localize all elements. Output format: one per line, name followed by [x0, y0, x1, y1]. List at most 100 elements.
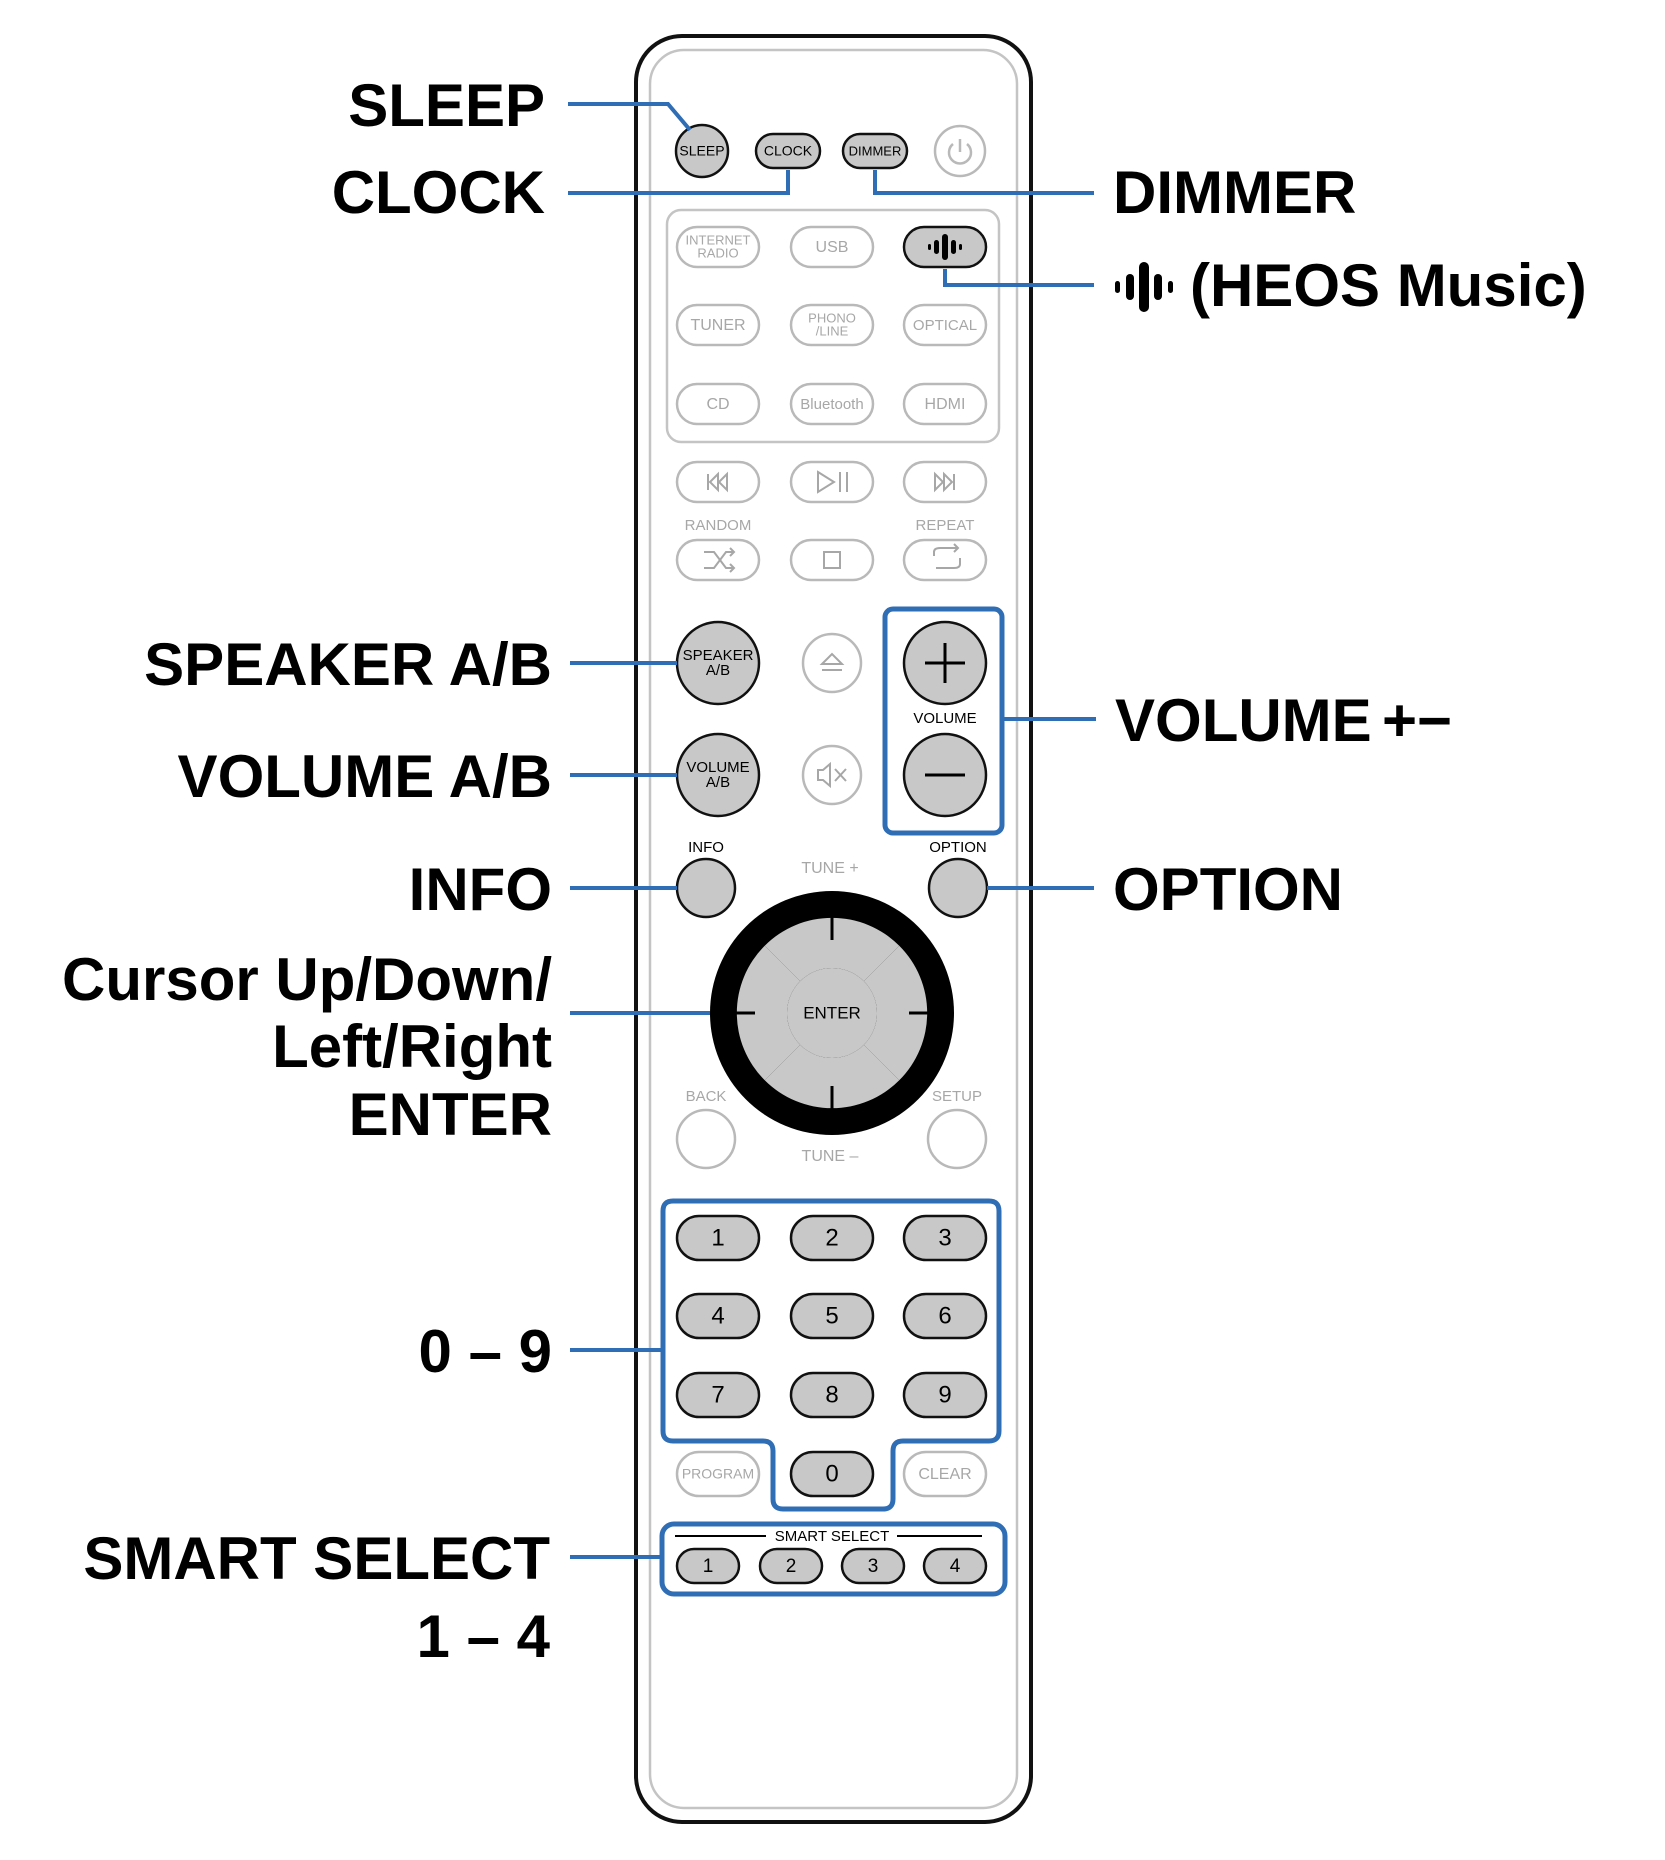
smart-select-4-label: 4	[950, 1556, 961, 1577]
leader-dimmer	[873, 170, 1094, 195]
callout-heos-icon	[1115, 262, 1173, 312]
smart-select-4-button[interactable]: 4	[922, 1547, 988, 1585]
number-0-button[interactable]: 0	[789, 1450, 875, 1498]
program-label: PROGRAM	[682, 1466, 754, 1482]
number-3-button[interactable]: 3	[902, 1214, 988, 1262]
callout-clock: CLOCK	[332, 159, 545, 226]
number-group-outline	[660, 1198, 1002, 1512]
remote-body-inner	[648, 48, 1019, 1810]
volume-down-button[interactable]	[902, 732, 988, 818]
smart-select-1-button[interactable]: 1	[675, 1547, 741, 1585]
heos-icon	[928, 234, 962, 260]
internet-radio-button[interactable]: INTERNET RADIO	[675, 225, 761, 269]
cursor-up-button[interactable]	[764, 917, 900, 982]
number-4-label: 4	[711, 1302, 724, 1329]
setup-button[interactable]	[926, 1108, 988, 1170]
phono-label-1: PHONO	[808, 310, 856, 325]
dimmer-button[interactable]: DIMMER	[841, 132, 909, 170]
cursor-down-button[interactable]	[764, 1044, 900, 1109]
number-9-button[interactable]: 9	[902, 1371, 988, 1419]
source-area	[665, 208, 1001, 444]
volume-ab-label-2: A/B	[706, 774, 730, 791]
leader-heos	[943, 269, 1094, 287]
power-button[interactable]	[933, 124, 987, 178]
plus-icon	[925, 643, 965, 683]
repeat-label: REPEAT	[916, 517, 975, 534]
enter-button[interactable]: ENTER	[787, 968, 877, 1058]
number-0-label: 0	[825, 1460, 838, 1487]
cursor-left-button[interactable]	[736, 945, 801, 1081]
stop-button[interactable]	[789, 538, 875, 582]
back-button[interactable]	[675, 1108, 737, 1170]
dimmer-button-label: DIMMER	[849, 143, 902, 158]
random-button[interactable]	[675, 538, 761, 582]
skip-forward-icon	[934, 471, 955, 493]
play-pause-icon	[817, 470, 848, 494]
play-pause-button[interactable]	[789, 460, 875, 504]
info-button[interactable]	[675, 857, 737, 919]
tuner-label: TUNER	[690, 317, 745, 334]
number-5-button[interactable]: 5	[789, 1292, 875, 1340]
optical-button[interactable]: OPTICAL	[902, 303, 988, 347]
smart-select-label: SMART SELECT	[775, 1528, 889, 1545]
volume-label: VOLUME	[913, 710, 976, 727]
smart-select-3-button[interactable]: 3	[840, 1547, 906, 1585]
bluetooth-button[interactable]: Bluetooth	[789, 382, 875, 426]
speaker-ab-button[interactable]: SPEAKER A/B	[675, 620, 761, 706]
callout-cursor-1: Cursor Up/Down/	[62, 946, 552, 1013]
callout-info: INFO	[409, 856, 552, 923]
info-label: INFO	[688, 839, 724, 856]
volume-ab-button[interactable]: VOLUME A/B	[675, 732, 761, 818]
number-4-button[interactable]: 4	[675, 1292, 761, 1340]
callout-cursor-3: ENTER	[349, 1081, 552, 1148]
callout-volume-pm: VOLUME	[1115, 687, 1372, 754]
tuner-button[interactable]: TUNER	[675, 303, 761, 347]
option-label: OPTION	[929, 839, 987, 856]
leader-clock	[568, 170, 790, 195]
callout-sleep: SLEEP	[348, 72, 545, 139]
callout-smart-1: SMART SELECT	[83, 1525, 550, 1592]
volume-up-button[interactable]	[902, 620, 988, 706]
sleep-button[interactable]: SLEEP	[674, 123, 730, 179]
smart-select-3-label: 3	[868, 1556, 879, 1577]
number-2-button[interactable]: 2	[789, 1214, 875, 1262]
smart-select-1-label: 1	[703, 1556, 714, 1577]
leader-sleep	[568, 102, 692, 132]
tune-minus-label: TUNE –	[802, 1148, 859, 1165]
clear-button[interactable]: CLEAR	[902, 1450, 988, 1498]
number-6-label: 6	[938, 1302, 951, 1329]
cd-button[interactable]: CD	[675, 382, 761, 426]
smart-select-2-label: 2	[786, 1556, 797, 1577]
internet-radio-label-2: RADIO	[697, 245, 738, 260]
internet-radio-label-1: INTERNET	[686, 232, 751, 247]
tune-plus-label: TUNE +	[801, 860, 858, 877]
eject-button[interactable]	[801, 632, 863, 694]
number-6-button[interactable]: 6	[902, 1292, 988, 1340]
next-button[interactable]	[902, 460, 988, 504]
clear-label: CLEAR	[918, 1466, 971, 1483]
clock-button[interactable]: CLOCK	[754, 132, 822, 170]
cursor-right-button[interactable]	[863, 945, 928, 1081]
number-8-button[interactable]: 8	[789, 1371, 875, 1419]
usb-button[interactable]: USB	[789, 225, 875, 269]
number-pad: 1 2 3 4 5 6 7 8 9 PROGRAM 0 CLEAR	[675, 1214, 988, 1498]
cd-label: CD	[706, 396, 729, 413]
phono-line-button[interactable]: PHONO /LINE	[789, 303, 875, 347]
usb-label: USB	[816, 239, 849, 256]
repeat-button[interactable]	[902, 538, 988, 582]
number-1-button[interactable]: 1	[675, 1214, 761, 1262]
hdmi-button[interactable]: HDMI	[902, 382, 988, 426]
number-7-button[interactable]: 7	[675, 1371, 761, 1419]
option-button[interactable]	[927, 857, 989, 919]
previous-button[interactable]	[675, 460, 761, 504]
bluetooth-label: Bluetooth	[800, 396, 863, 413]
number-7-label: 7	[711, 1381, 724, 1408]
volume-ab-label-1: VOLUME	[686, 759, 749, 776]
program-button[interactable]: PROGRAM	[675, 1450, 761, 1498]
smart-select-2-button[interactable]: 2	[758, 1547, 824, 1585]
mute-button[interactable]	[801, 744, 863, 806]
random-label: RANDOM	[685, 517, 752, 534]
heos-button[interactable]	[902, 225, 988, 269]
setup-label: SETUP	[932, 1088, 982, 1105]
callout-volume-ab: VOLUME A/B	[178, 743, 552, 810]
